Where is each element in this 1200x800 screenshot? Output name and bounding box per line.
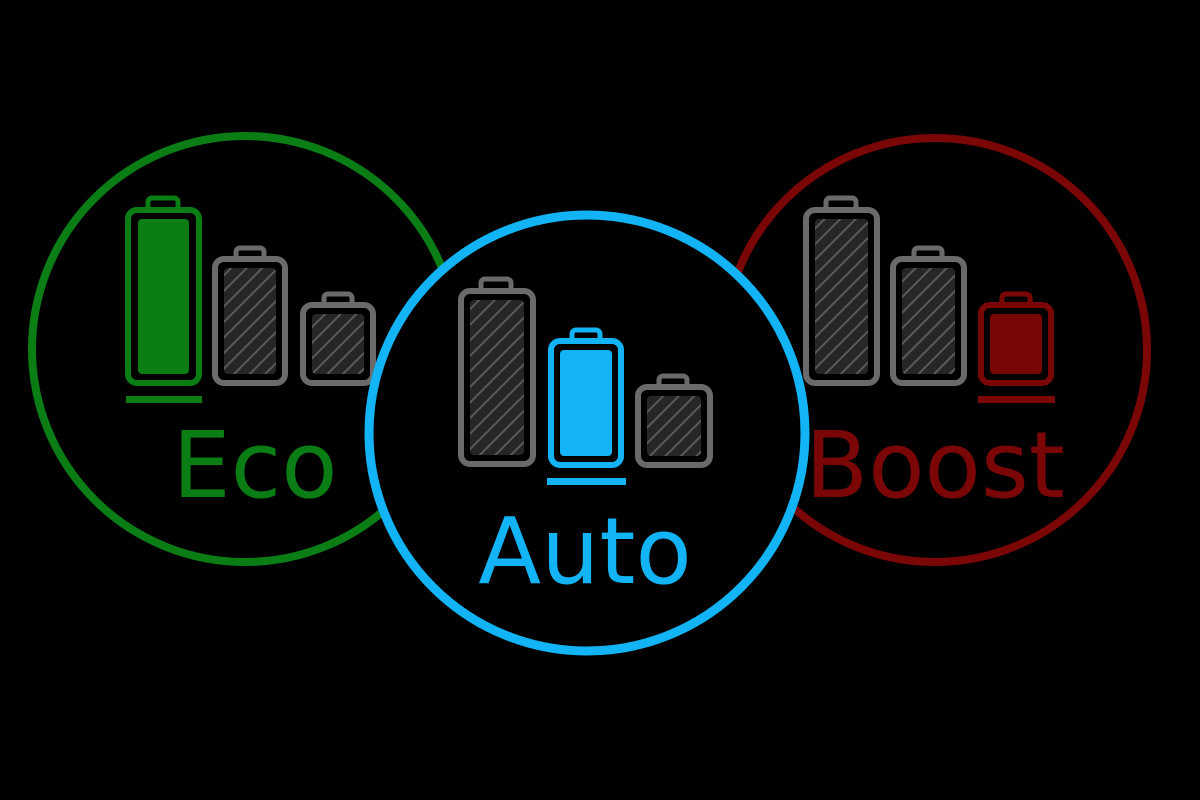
battery-icon bbox=[458, 276, 536, 467]
battery-icon bbox=[548, 327, 624, 468]
mode-eco-label: Eco bbox=[173, 412, 338, 519]
mode-boost-label: Boost bbox=[805, 412, 1065, 519]
mode-auto-label: Auto bbox=[478, 498, 692, 605]
battery-icon bbox=[300, 291, 376, 386]
battery-icon bbox=[125, 195, 202, 386]
battery-icon bbox=[803, 195, 880, 386]
mode-eco[interactable]: Eco bbox=[28, 132, 462, 566]
mode-auto-indicator-bar bbox=[547, 478, 626, 485]
mode-auto[interactable]: Auto bbox=[364, 210, 810, 656]
mode-eco-batteries bbox=[125, 195, 376, 403]
battery-icon bbox=[635, 373, 713, 468]
mode-boost[interactable]: Boost bbox=[719, 134, 1151, 566]
mode-eco-indicator-bar bbox=[126, 396, 202, 403]
battery-icon bbox=[890, 245, 967, 386]
mode-boost-indicator-bar bbox=[978, 396, 1055, 403]
mode-boost-batteries bbox=[803, 195, 1055, 403]
mode-auto-batteries bbox=[458, 276, 713, 485]
battery-icon bbox=[212, 245, 288, 386]
battery-icon bbox=[978, 291, 1054, 386]
